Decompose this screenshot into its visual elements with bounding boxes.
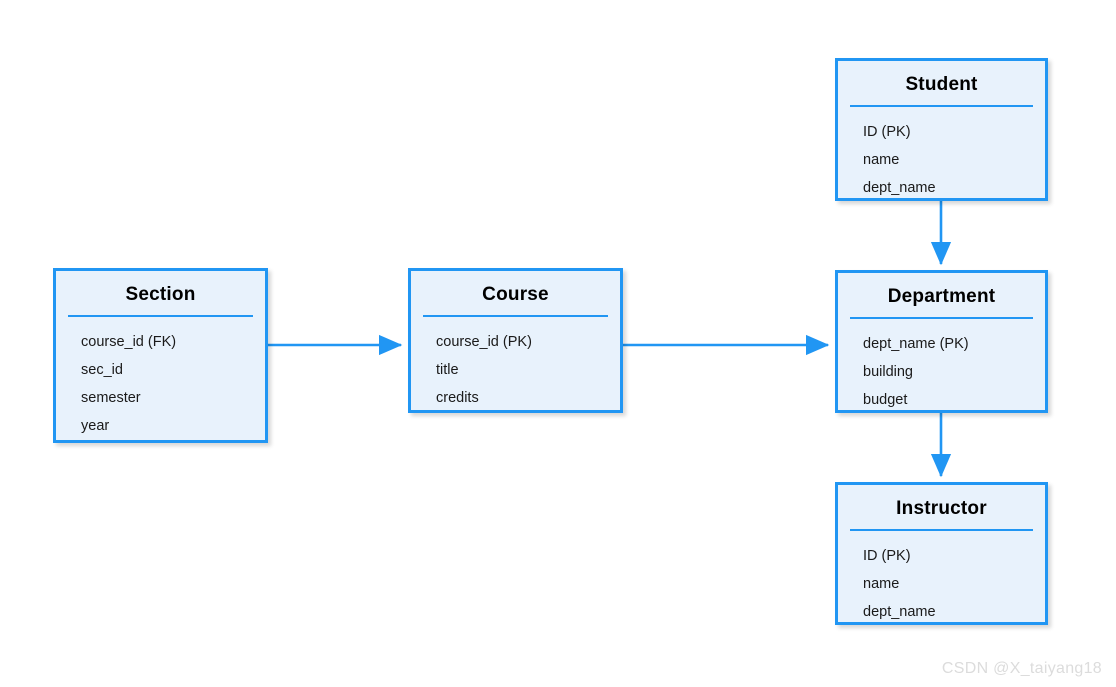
entity-title-course: Course: [482, 284, 549, 305]
attribute-row: year: [81, 418, 110, 434]
entity-title-student: Student: [905, 74, 978, 95]
attribute-list-student: ID (PK) name dept_name: [838, 107, 1045, 202]
attribute-row: credits: [436, 390, 479, 406]
attribute-row: name: [863, 152, 900, 168]
attribute-row: name: [863, 576, 900, 592]
attribute-row: budget: [863, 392, 908, 408]
attribute-row: title: [436, 362, 459, 378]
entity-course[interactable]: Course course_id (PK) title credits: [408, 268, 623, 413]
attribute-row: ID (PK): [863, 548, 911, 564]
entity-title-department: Department: [887, 286, 996, 307]
entity-divider-instructor: [850, 529, 1033, 531]
entity-divider-section: [68, 315, 253, 317]
attribute-list-instructor: ID (PK) name dept_name: [838, 531, 1045, 626]
attribute-row: course_id (FK): [81, 334, 177, 350]
entity-divider-course: [423, 315, 608, 317]
attribute-row: dept_name (PK): [863, 336, 969, 352]
entity-title-section: Section: [125, 284, 196, 305]
entity-section[interactable]: Section course_id (FK) sec_id semester y…: [53, 268, 268, 443]
entity-department[interactable]: Department dept_name (PK) building budge…: [835, 270, 1048, 413]
attribute-row: course_id (PK): [436, 334, 532, 350]
entity-divider-student: [850, 105, 1033, 107]
entity-title-instructor: Instructor: [896, 498, 987, 519]
attribute-row: ID (PK): [863, 124, 911, 140]
attribute-list-section: course_id (FK) sec_id semester year: [56, 317, 265, 440]
attribute-row: sec_id: [81, 362, 123, 378]
attribute-row: semester: [81, 390, 141, 406]
attribute-row: dept_name: [863, 604, 936, 620]
attribute-list-department: dept_name (PK) building budget: [838, 319, 1045, 414]
attribute-list-course: course_id (PK) title credits: [411, 317, 620, 412]
entity-student[interactable]: Student ID (PK) name dept_name: [835, 58, 1048, 201]
entity-instructor[interactable]: Instructor ID (PK) name dept_name: [835, 482, 1048, 625]
attribute-row: building: [863, 364, 913, 380]
entity-divider-department: [850, 317, 1033, 319]
attribute-row: dept_name: [863, 180, 936, 196]
watermark: CSDN @X_taiyang18: [941, 660, 1102, 677]
